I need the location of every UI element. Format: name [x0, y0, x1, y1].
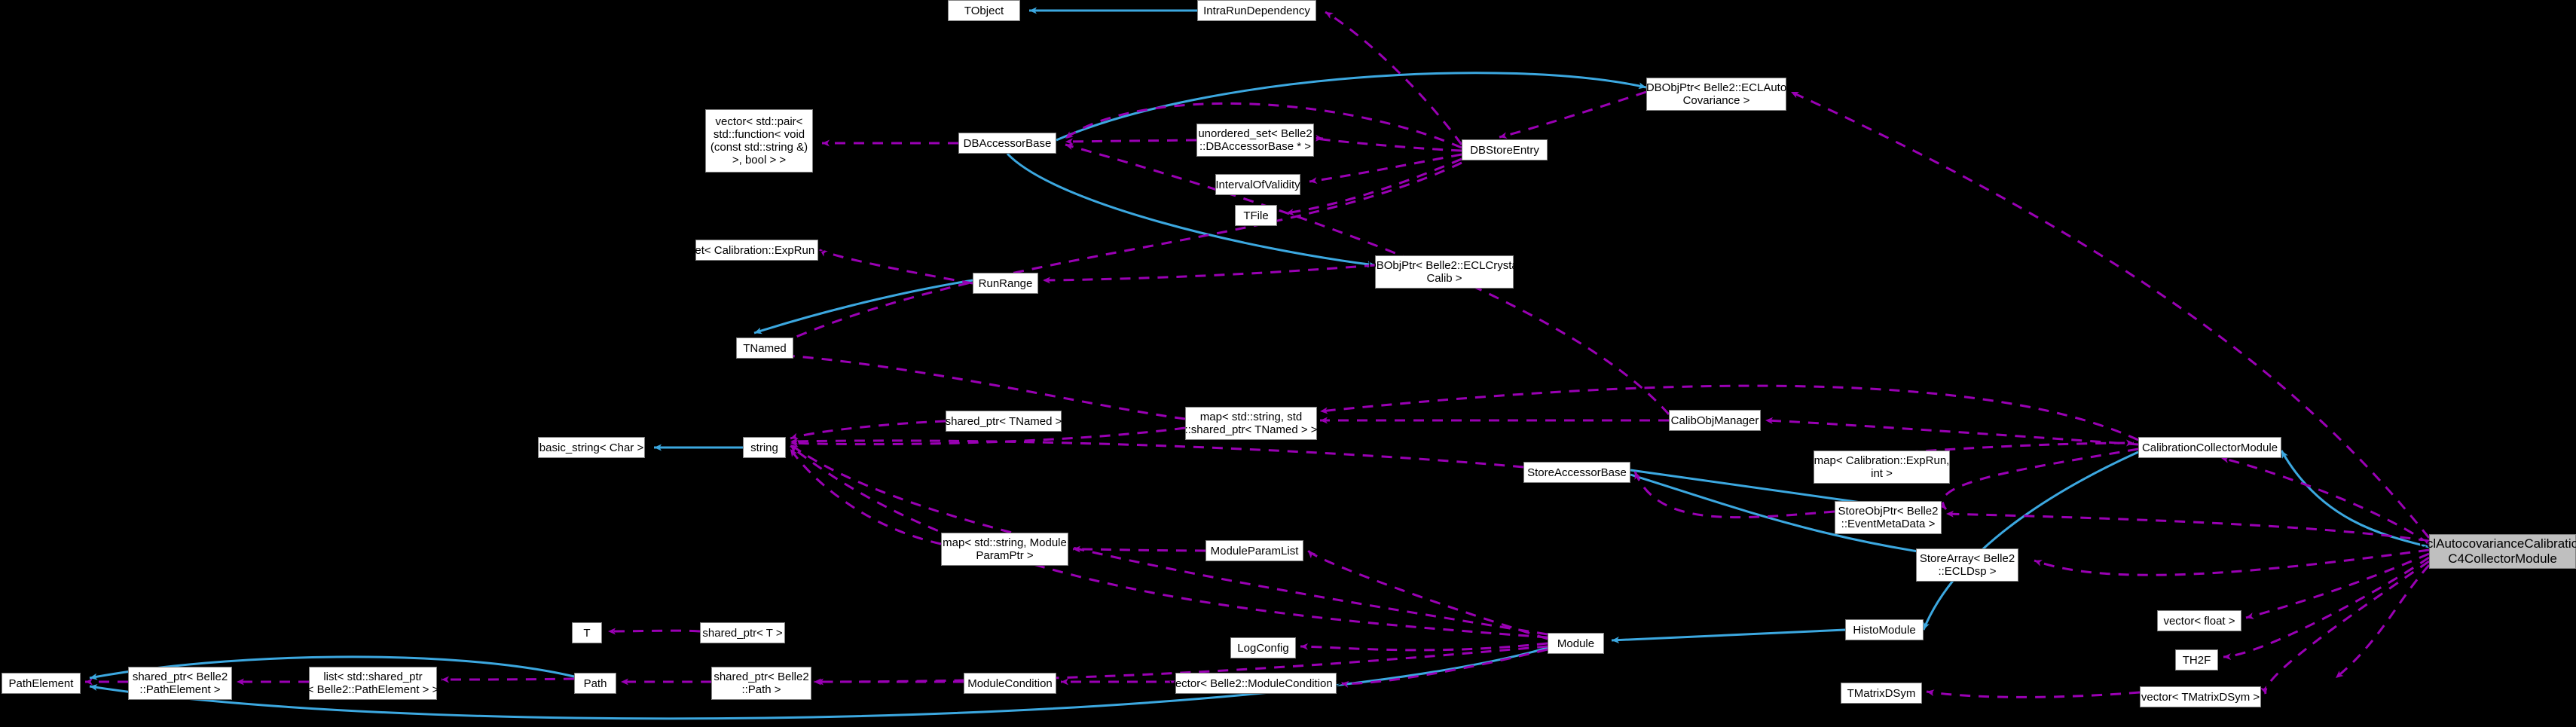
node-tfile[interactable]: TFile [1235, 205, 1277, 226]
node-vector-tmatrixdsym[interactable]: vector< TMatrixDSym > [2140, 686, 2261, 707]
node-string[interactable]: string [743, 437, 786, 458]
node-shared-ptr-tnamed[interactable]: shared_ptr< TNamed > [946, 411, 1062, 432]
node-map-exprun-int[interactable]: map< Calibration::ExpRun, int > [1814, 451, 1950, 484]
node-modulecondition[interactable]: ModuleCondition [964, 673, 1056, 694]
node-module[interactable]: Module [1548, 633, 1604, 654]
node-vector-pair-function[interactable]: vector< std::pair< std::function< void (… [705, 109, 813, 173]
node-calibobjmanager[interactable]: CalibObjManager [1669, 410, 1761, 431]
node-unordered-set-dbaccessorbase[interactable]: unordered_set< Belle2 ::DBAccessorBase *… [1196, 124, 1314, 157]
node-th2f[interactable]: TH2F [2175, 649, 2218, 670]
node-dbaccessorbase[interactable]: DBAccessorBase [958, 133, 1056, 154]
node-map-string-moduleparamptr[interactable]: map< std::string, Module ParamPtr > [941, 533, 1068, 566]
node-vector-modulecondition[interactable]: vector< Belle2::ModuleCondition > [1169, 673, 1343, 694]
node-storearray-ecldsp[interactable]: StoreArray< Belle2 ::ECLDsp > [1916, 548, 2018, 582]
node-shared-ptr-pathelement[interactable]: shared_ptr< Belle2 ::PathElement > [128, 667, 232, 700]
node-map-string-shared-tnamed[interactable]: map< std::string, std ::shared_ptr< TNam… [1184, 407, 1318, 440]
node-eclautocovariancecalibrationc4collectormodule[interactable]: eclAutocovarianceCalibration C4Collector… [2419, 534, 2576, 569]
node-path[interactable]: Path [574, 673, 616, 694]
node-logconfig[interactable]: LogConfig [1230, 637, 1296, 658]
node-pathelement[interactable]: PathElement [2, 673, 81, 694]
node-storeobjptr-eventmetadata[interactable]: StoreObjPtr< Belle2 ::EventMetaData > [1835, 501, 1942, 534]
node-calibrationcollectormodule[interactable]: CalibrationCollectorModule [2138, 437, 2281, 458]
node-tnamed[interactable]: TNamed [736, 338, 793, 359]
node-t[interactable]: T [572, 622, 602, 643]
node-tmatrixdsym[interactable]: TMatrixDSym [1841, 683, 1922, 704]
node-storeaccessorbase[interactable]: StoreAccessorBase [1523, 462, 1630, 483]
node-runrange[interactable]: RunRange [973, 273, 1038, 294]
node-moduleparamlist[interactable]: ModuleParamList [1205, 540, 1303, 561]
node-intrarundependency[interactable]: IntraRunDependency [1197, 0, 1316, 21]
node-dbobjptr-eclautocovariance[interactable]: DBObjPtr< Belle2::ECLAuto Covariance > [1646, 78, 1786, 111]
node-basic-string-char[interactable]: basic_string< Char > [538, 437, 645, 458]
node-dbobjptr-eclcrystalcalib[interactable]: DBObjPtr< Belle2::ECLCrystal Calib > [1368, 255, 1520, 289]
node-set-calibration-exprun[interactable]: set< Calibration::ExpRun > [689, 240, 824, 261]
node-list-shared-ptr-pathelement[interactable]: list< std::shared_ptr < Belle2::PathElem… [307, 667, 439, 700]
node-shared-ptr-path[interactable]: shared_ptr< Belle2 ::Path > [711, 667, 811, 700]
node-vector-float[interactable]: vector< float > [2157, 610, 2241, 631]
node-histomodule[interactable]: HistoModule [1845, 619, 1924, 640]
node-dbstoreentry[interactable]: DBStoreEntry [1462, 139, 1548, 160]
node-tobject[interactable]: TObject [948, 0, 1020, 21]
usage-edges [85, 11, 2431, 698]
node-shared-ptr-t[interactable]: shared_ptr< T > [700, 622, 785, 643]
node-intervalofvalidity[interactable]: IntervalOfValidity [1215, 174, 1300, 195]
inheritance-edges [89, 7, 2430, 720]
